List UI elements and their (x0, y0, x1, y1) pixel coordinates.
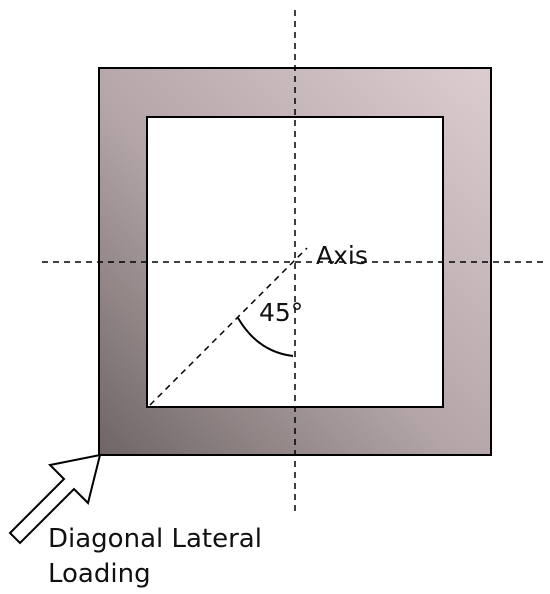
angle-label: 45° (259, 298, 303, 327)
angle-arc (237, 317, 294, 357)
loading-label-line2: Loading (48, 559, 151, 589)
diagonal-axis (149, 247, 308, 406)
loading-arrow-icon (8, 453, 102, 545)
loading-label-line1: Diagonal Lateral (48, 524, 262, 554)
axis-label: Axis (316, 241, 368, 270)
